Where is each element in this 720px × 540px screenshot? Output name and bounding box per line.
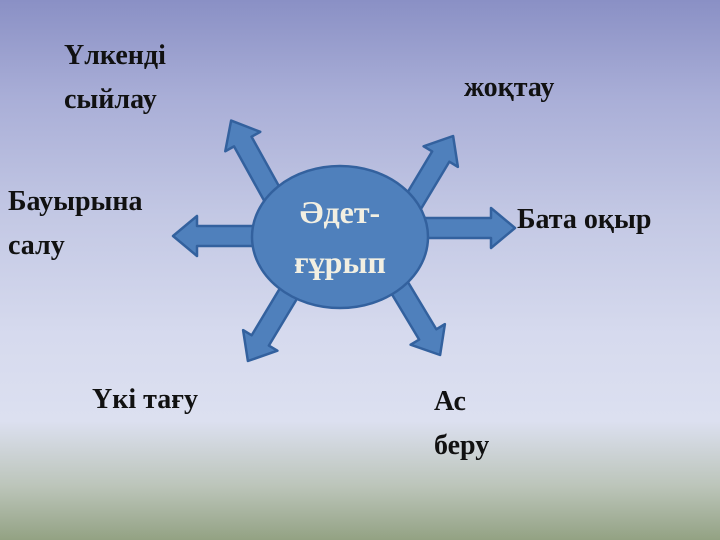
spoke-label-left: Бауырына салу [8, 186, 143, 261]
spoke-label-bottom-right: Ас беру [434, 386, 490, 461]
spoke-label-bottom-left: Үкі тағу [92, 384, 198, 415]
center-label: Әдет- ғұрып [294, 194, 386, 280]
spoke-label-right: Бата оқыр [517, 204, 652, 235]
spoke-label-top-left: Үлкенді сыйлау [64, 40, 166, 115]
spoke-label-top-right: жоқтау [464, 72, 555, 103]
center-ellipse [250, 164, 430, 310]
